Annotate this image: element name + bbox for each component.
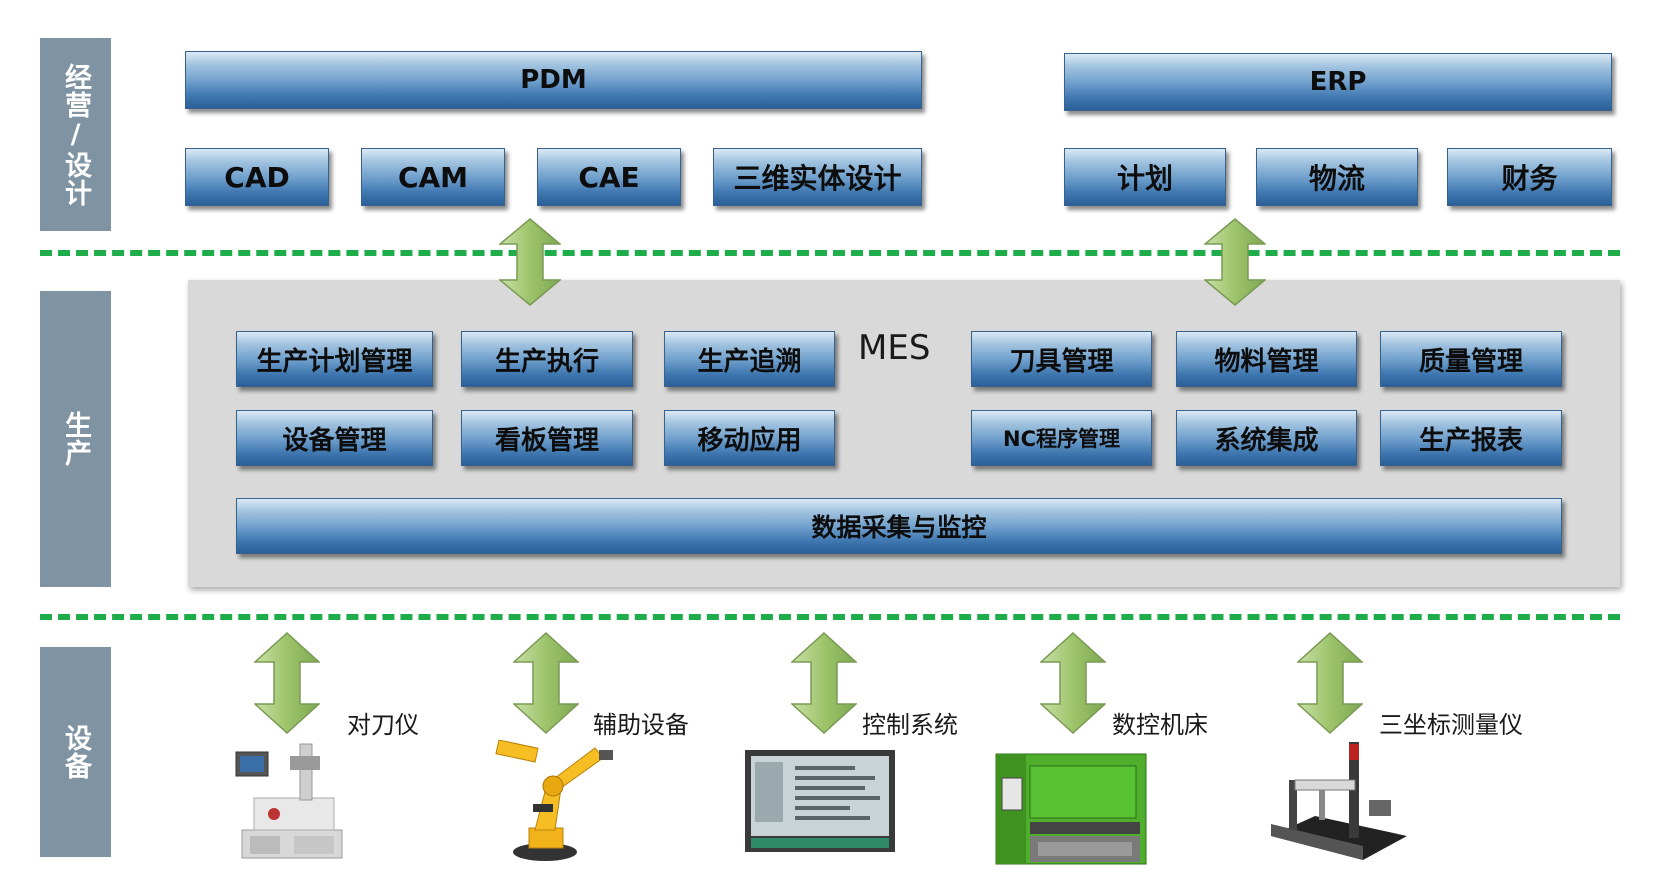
mes-title: MES: [858, 328, 931, 368]
kanban-management-button[interactable]: 看板管理: [461, 410, 633, 466]
erp-bar[interactable]: ERP: [1064, 53, 1612, 111]
device-arrow-icon: [1297, 632, 1363, 734]
cam-button[interactable]: CAM: [361, 148, 505, 206]
separator-line-top: [40, 250, 1620, 256]
erp-mes-arrow-icon: [1204, 218, 1266, 306]
robot-arm-image: [495, 740, 613, 861]
equipment-management-button[interactable]: 设备管理: [236, 410, 433, 466]
device-arrow-icon: [791, 632, 857, 734]
layer-label-equipment: 设备: [40, 647, 111, 857]
cmm-image: [1271, 742, 1407, 860]
production-report-button[interactable]: 生产报表: [1380, 410, 1562, 466]
cae-button[interactable]: CAE: [537, 148, 681, 206]
layer-label-production: 生产: [40, 291, 111, 587]
device-label-control-system: 控制系统: [862, 711, 958, 739]
pdm-bar[interactable]: PDM: [185, 51, 922, 109]
material-management-button[interactable]: 物料管理: [1176, 331, 1357, 387]
device-arrow-icon: [513, 632, 579, 734]
production-execution-button[interactable]: 生产执行: [461, 331, 633, 387]
device-arrow-icon: [1040, 632, 1106, 734]
logistics-button[interactable]: 物流: [1256, 148, 1418, 206]
system-integration-button[interactable]: 系统集成: [1176, 410, 1357, 466]
quality-management-button[interactable]: 质量管理: [1380, 331, 1562, 387]
layer-label-business: 经营/设计: [40, 38, 111, 231]
cnc-machine-image: [995, 753, 1147, 865]
production-plan-button[interactable]: 生产计划管理: [236, 331, 433, 387]
tool-management-button[interactable]: 刀具管理: [971, 331, 1152, 387]
device-arrow-icon: [254, 632, 320, 734]
device-label-cmm: 三坐标测量仪: [1379, 711, 1523, 739]
data-acquisition-bar[interactable]: 数据采集与监控: [236, 498, 1562, 554]
control-panel-image: [745, 750, 895, 852]
pdm-mes-arrow-icon: [499, 218, 561, 306]
separator-line-bottom: [40, 614, 1620, 620]
production-trace-button[interactable]: 生产追溯: [664, 331, 835, 387]
plan-button[interactable]: 计划: [1064, 148, 1226, 206]
device-label-cnc-machine: 数控机床: [1112, 711, 1208, 739]
3d-design-button[interactable]: 三维实体设计: [713, 148, 922, 206]
cad-button[interactable]: CAD: [185, 148, 329, 206]
finance-button[interactable]: 财务: [1447, 148, 1612, 206]
tool-presetter-image: [235, 743, 343, 859]
mobile-app-button[interactable]: 移动应用: [664, 410, 835, 466]
nc-program-button[interactable]: NC程序管理: [971, 410, 1152, 466]
device-label-auxiliary: 辅助设备: [593, 711, 689, 739]
device-label-tool-presetter: 对刀仪: [347, 711, 419, 739]
